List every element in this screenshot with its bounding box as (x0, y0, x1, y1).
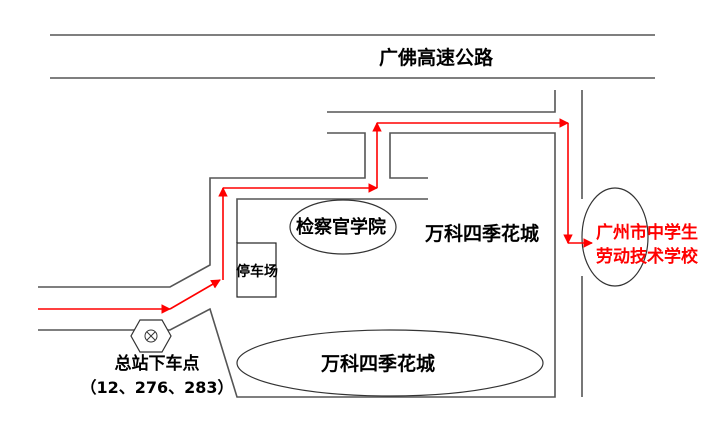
walking-route (38, 118, 593, 314)
procurator-college-label: 检察官学院 (296, 216, 386, 238)
highway: 广佛高速公路 (50, 34, 655, 79)
destination-line1: 广州市中学生 (596, 222, 698, 243)
parking-lot: 停车场 (236, 242, 278, 298)
bus-stop: 总站下车点 （12、276、283） (80, 319, 234, 397)
vanke-label-lower: 万科四季花城 (320, 352, 435, 375)
bus-stop-icon (144, 329, 158, 343)
bus-stop-label: 总站下车点 (115, 353, 200, 374)
parking-label: 停车场 (236, 263, 278, 280)
destination-school: 广州市中学生 劳动技术学校 (581, 187, 699, 287)
roads (38, 90, 583, 398)
vanke-label-upper: 万科四季花城 (424, 222, 539, 245)
highway-label: 广佛高速公路 (379, 46, 494, 69)
vanke-ellipse: 万科四季花城 (236, 329, 544, 397)
destination-line2: 劳动技术学校 (596, 246, 699, 267)
procurator-college: 检察官学院 (289, 199, 397, 255)
bus-routes-label: （12、276、283） (80, 378, 233, 397)
